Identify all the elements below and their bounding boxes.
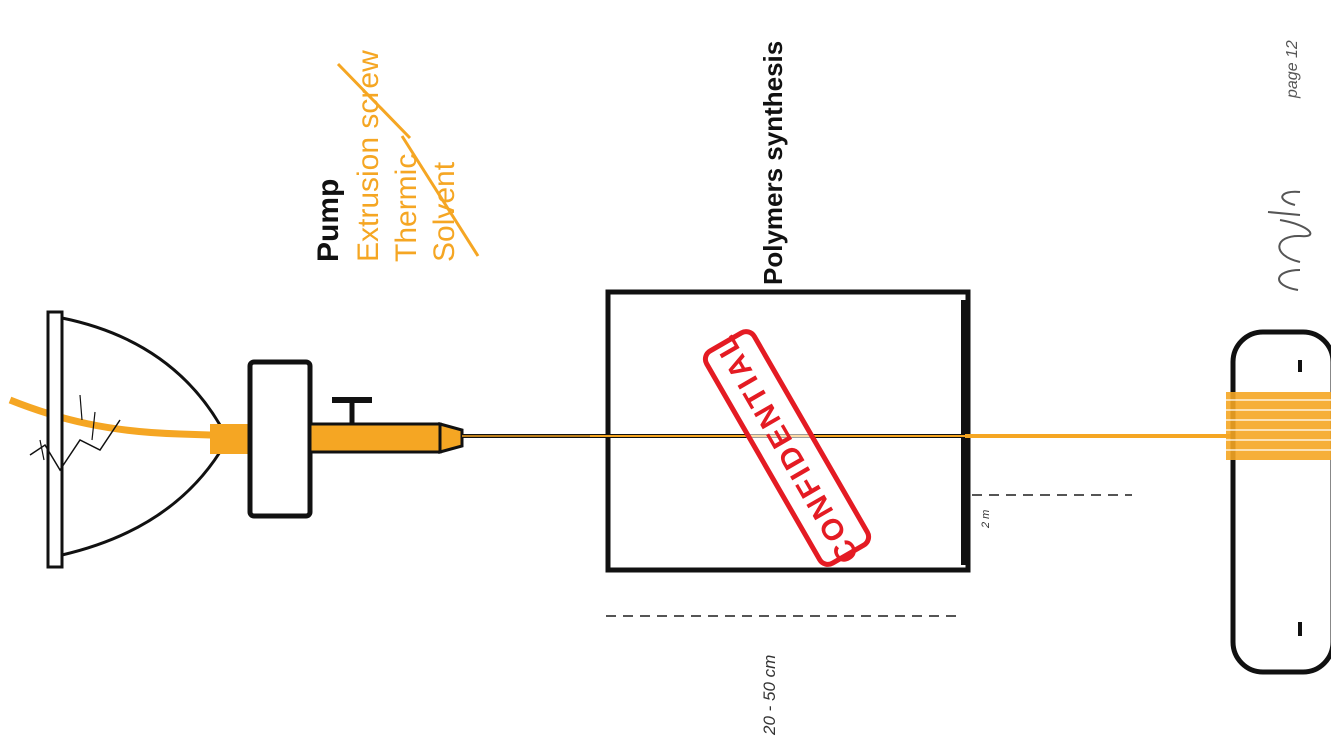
pump-label: Pump xyxy=(312,178,345,262)
hopper xyxy=(29,310,222,569)
strike-thermic-solvent xyxy=(400,135,480,257)
page-number: page 12 xyxy=(1284,40,1301,98)
ifth-logo xyxy=(1267,190,1312,291)
strike-extrusion xyxy=(336,62,412,140)
collector-drum xyxy=(1226,329,1331,675)
option-thermic: Thermic xyxy=(390,153,423,262)
distance-long-label: 2 m xyxy=(980,509,992,528)
distance-short-label: 20 - 50 cm xyxy=(760,654,779,735)
pump-body xyxy=(210,359,464,519)
option-solvent: Solvent xyxy=(428,161,461,262)
polymers-synthesis-label: Polymers synthesis xyxy=(758,40,788,285)
option-extrusion-screw: Extrusion screw xyxy=(352,50,385,262)
